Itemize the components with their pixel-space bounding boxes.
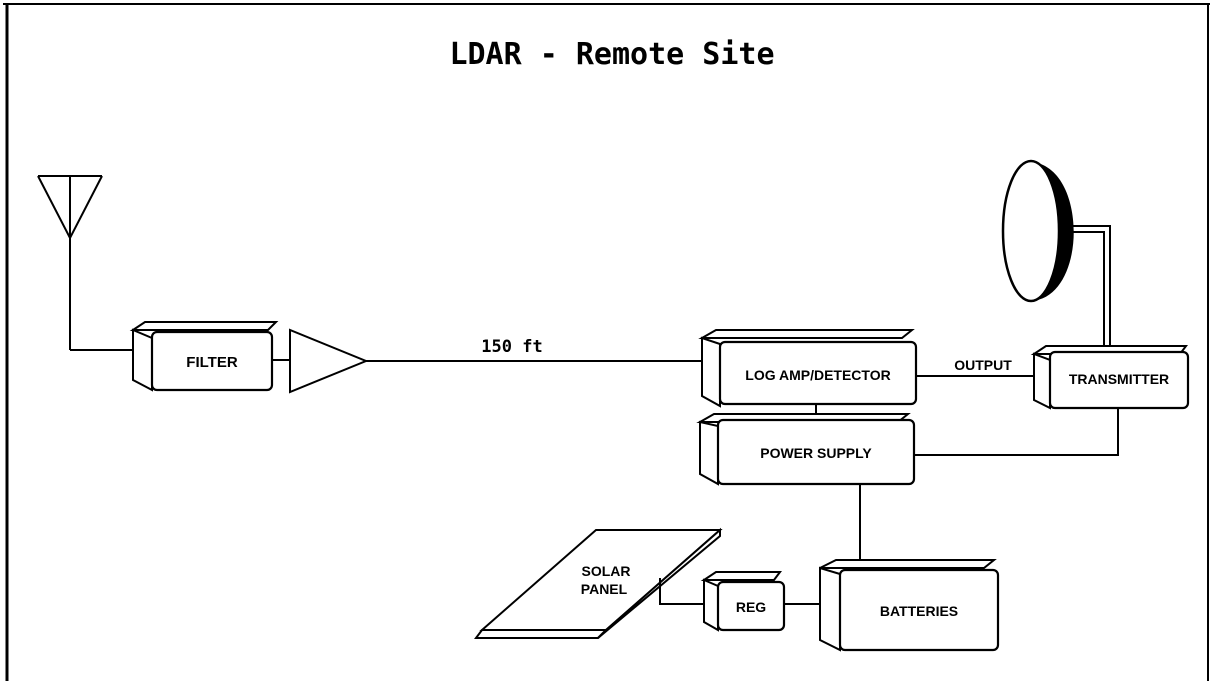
filter-label: FILTER [186,354,238,371]
batteries-box: BATTERIES [819,559,1000,652]
log-amp-detector-label: LOG AMP/DETECTOR [745,367,890,383]
transmitter-box: TRANSMITTER [1030,345,1190,410]
transmitter-label: TRANSMITTER [1069,371,1169,387]
amplifier-icon [289,328,369,394]
power-supply-label: POWER SUPPLY [760,445,872,461]
antenna-icon [37,175,103,350]
dish-icon [1001,159,1111,352]
batteries-label: BATTERIES [880,603,958,619]
solar-label-line1: SOLAR [582,563,631,579]
cable-length-label: 150 ft [481,337,542,357]
diagram-title: LDAR - Remote Site [449,37,774,72]
log-amp-detector-box: LOG AMP/DETECTOR [698,329,918,408]
power-transmitter-wire [914,408,1119,456]
solar-label-line2: PANEL [581,581,628,597]
reg-label: REG [736,599,766,615]
output-label: OUTPUT [954,357,1012,373]
solar-reg-wire [659,578,704,605]
reg-box: REG [700,571,786,632]
filter-box: FILTER [129,321,279,392]
solar-panel-icon: SOLAR PANEL [474,527,723,639]
power-supply-box: POWER SUPPLY [696,413,916,486]
